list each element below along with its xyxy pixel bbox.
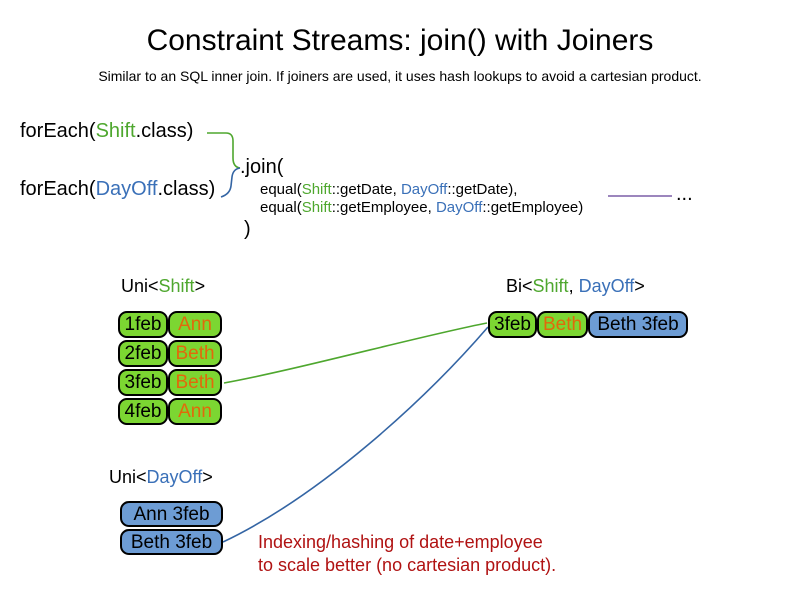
code-token-dayoff: DayOff — [95, 178, 158, 200]
code-token: equal( — [260, 181, 302, 198]
label-token: > — [202, 467, 213, 487]
shift-row-employee: Ann — [168, 311, 222, 338]
code-joiner-employee: equal(Shift::getEmployee, DayOff::getEmp… — [260, 199, 583, 216]
page-subtitle: Similar to an SQL inner join. If joiners… — [98, 68, 702, 84]
code-token: ::getEmployee, — [331, 199, 436, 216]
bi-row-dayoff: Beth 3feb — [588, 311, 688, 338]
shift-row-date: 4feb — [118, 398, 168, 425]
label-token-shift: Shift — [532, 276, 569, 296]
label-token: , — [568, 276, 579, 296]
code-token: forEach( — [20, 178, 96, 200]
code-join-open: .join( — [240, 156, 284, 178]
code-token: forEach( — [20, 120, 96, 142]
shift-row-employee: Beth — [168, 369, 222, 396]
label-token-shift: Shift — [158, 276, 195, 296]
code-token-shift: Shift — [95, 120, 136, 142]
bi-row-date: 3feb — [488, 311, 537, 338]
code-foreach-shift: forEach(Shift.class) — [20, 120, 193, 143]
dayoff-to-bi-blue-curve — [222, 326, 489, 543]
code-token: ::getDate, — [331, 181, 401, 198]
uni-dayoff-label: Uni<DayOff> — [109, 467, 213, 488]
label-token: Uni< — [121, 276, 159, 296]
shift-row-employee: Beth — [168, 340, 222, 367]
code-ellipsis: ... — [676, 183, 693, 205]
label-token: > — [194, 276, 206, 296]
code-token: ::getDate), — [447, 181, 518, 198]
page-title: Constraint Streams: join() with Joiners — [146, 24, 654, 57]
label-token-dayoff: DayOff — [578, 276, 635, 296]
code-foreach-dayoff: forEach(DayOff.class) — [20, 178, 215, 201]
shift-row-employee: Ann — [168, 398, 222, 425]
brace-lower-blue-line — [220, 167, 241, 198]
code-token: .class) — [157, 178, 216, 200]
dayoff-row: Beth 3feb — [120, 529, 223, 555]
label-token-dayoff: DayOff — [146, 467, 203, 487]
code-token: equal( — [260, 199, 302, 216]
indexing-note: Indexing/hashing of date+employee to sca… — [258, 531, 556, 577]
dayoff-row: Ann 3feb — [120, 501, 223, 527]
indexing-note-line1: Indexing/hashing of date+employee — [258, 532, 543, 552]
code-joiner-date: equal(Shift::getDate, DayOff::getDate), — [260, 181, 517, 198]
shift-row-date: 3feb — [118, 369, 168, 396]
code-token-shift: Shift — [301, 181, 332, 198]
label-token: Uni< — [109, 467, 147, 487]
code-token-shift: Shift — [301, 199, 332, 216]
code-join-close: ) — [244, 218, 251, 240]
shift-to-bi-green-curve — [223, 322, 488, 384]
shift-row-date: 2feb — [118, 340, 168, 367]
code-token-dayoff: DayOff — [400, 181, 448, 198]
label-token: > — [634, 276, 645, 296]
brace-upper-green-line — [207, 132, 241, 169]
indexing-note-line2: to scale better (no cartesian product). — [258, 555, 557, 575]
code-token: .class) — [135, 120, 194, 142]
bi-label: Bi<Shift, DayOff> — [506, 276, 645, 297]
code-token: ::getEmployee) — [482, 199, 584, 216]
shift-row-date: 1feb — [118, 311, 168, 338]
label-token: Bi< — [506, 276, 533, 296]
uni-shift-label: Uni<Shift> — [121, 276, 205, 297]
bi-row-employee: Beth — [537, 311, 588, 338]
code-token-dayoff: DayOff — [435, 199, 483, 216]
